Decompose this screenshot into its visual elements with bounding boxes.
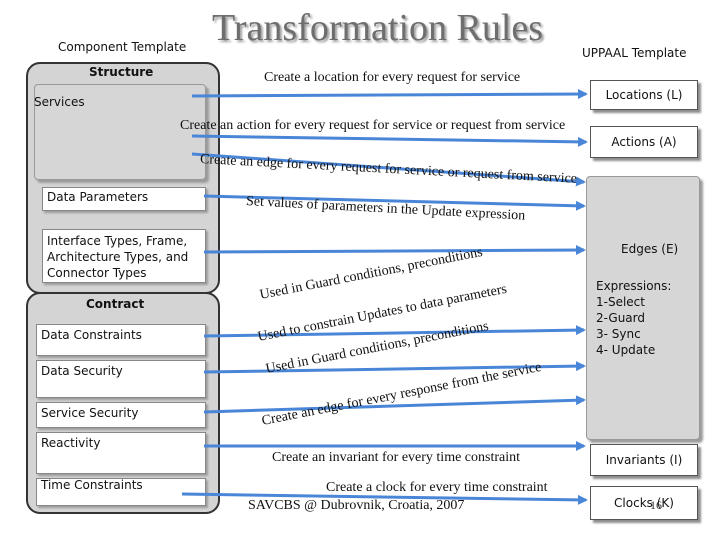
arrow-data-security bbox=[203, 361, 586, 374]
arrow-locations bbox=[191, 89, 588, 100]
interface-types-label: Interface Types, Frame, Architecture Typ… bbox=[47, 234, 189, 280]
structure-label: Structure bbox=[89, 65, 154, 79]
rule-clock: Create a clock for every time constraint bbox=[326, 480, 548, 495]
interface-types-box bbox=[42, 229, 206, 283]
uppaal-template-header: UPPAAL Template bbox=[582, 46, 687, 60]
services-label: Services bbox=[34, 95, 85, 109]
rule-invariant: Create an invariant for every time const… bbox=[272, 450, 521, 465]
data-security-label: Data Security bbox=[41, 364, 123, 378]
footer-text: SAVCBS @ Dubrovnik, Croatia, 2007 bbox=[248, 498, 465, 513]
arrow-time-constraints bbox=[181, 492, 588, 505]
arrow-actions bbox=[191, 134, 588, 147]
data-constraints-box bbox=[36, 324, 206, 356]
rule-action: Create an action for every request for s… bbox=[180, 118, 566, 133]
data-parameters-label: Data Parameters bbox=[47, 190, 149, 204]
time-constraints-box bbox=[36, 478, 206, 506]
clocks-box: Clocks (K) bbox=[590, 486, 698, 520]
reactivity-label: Reactivity bbox=[41, 436, 101, 450]
page-number: 16 bbox=[650, 498, 662, 512]
expressions-list: Expressions: 1-Select 2-Guard 3- Sync 4-… bbox=[596, 279, 672, 357]
arrow-data-parameters bbox=[203, 194, 586, 211]
actions-box: Actions (A) bbox=[590, 126, 698, 158]
service-security-label: Service Security bbox=[41, 406, 139, 420]
arrow-service-security bbox=[203, 395, 586, 414]
slide-title: Transformation Rules bbox=[212, 7, 544, 49]
arrow-interface-types bbox=[203, 245, 586, 256]
data-constraints-label: Data Constraints bbox=[41, 328, 142, 342]
contract-label: Contract bbox=[86, 297, 145, 311]
invariants-box: Invariants (I) bbox=[590, 444, 698, 476]
time-constraints-label: Time Constraints bbox=[41, 478, 143, 492]
reactivity-box bbox=[36, 432, 206, 474]
data-security-box bbox=[36, 360, 206, 398]
component-template-header: Component Template bbox=[58, 40, 187, 54]
service-security-box bbox=[36, 402, 206, 428]
arrow-edges-services bbox=[191, 152, 586, 187]
data-parameters-box bbox=[42, 187, 206, 211]
services-box bbox=[34, 84, 206, 180]
arrow-data-constraints bbox=[203, 325, 586, 338]
locations-box: Locations (L) bbox=[590, 80, 698, 110]
edges-box bbox=[586, 176, 700, 440]
edges-label: Edges (E) bbox=[621, 242, 679, 256]
rule-location: Create a location for every request for … bbox=[264, 70, 521, 85]
